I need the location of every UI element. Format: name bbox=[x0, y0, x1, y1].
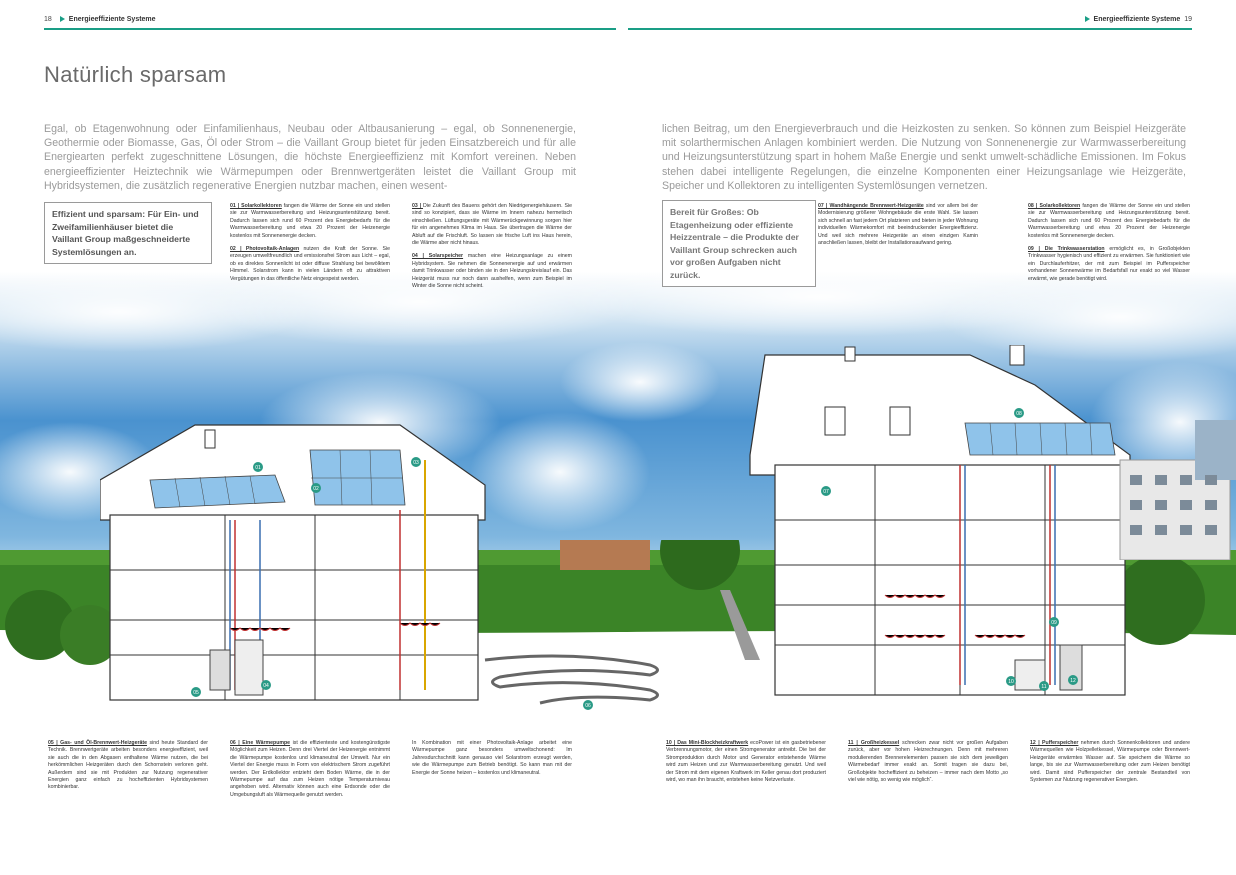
item-08-lead: 08 | Solarkollektoren bbox=[1028, 203, 1081, 209]
item-09-lead: 09 | Die Trinkwasserstation bbox=[1028, 246, 1105, 253]
text-column-08-09: 08 | Solarkollektoren fangen die Wärme d… bbox=[1028, 203, 1190, 289]
marker-03: 03 bbox=[411, 457, 421, 467]
marker-12: 12 bbox=[1068, 675, 1078, 685]
text-column-05: 05 | Gas- und Öl-Brennwert-Heizgeräte si… bbox=[48, 740, 208, 792]
ground-collector-illustration bbox=[484, 654, 659, 705]
item-02-lead: 02 | Photovoltaik-Anlagen bbox=[230, 246, 300, 253]
item-09-text: ermöglicht es, in Großobjekten Trinkwass… bbox=[1028, 246, 1190, 282]
marker-06: 06 bbox=[583, 700, 593, 710]
item-11-text: schrecken zwar nicht vor großen Aufgaben… bbox=[848, 740, 1008, 784]
item-07-text: sind vor allem bei der Modernisierung gr… bbox=[818, 203, 978, 247]
single-family-house-illustration bbox=[100, 424, 486, 701]
background-building-illustration bbox=[1119, 420, 1236, 560]
callout-left: Effizient und sparsam: Für Ein- und Zwei… bbox=[44, 202, 212, 264]
item-10-lead: 10 | Das Mini-Blockheizkraftwerk bbox=[666, 740, 749, 746]
svg-text:07: 07 bbox=[823, 489, 829, 495]
marker-01: 01 bbox=[253, 462, 263, 472]
right-page-header: Energieeffiziente Systeme 19 bbox=[1077, 16, 1192, 23]
marker-07: 07 bbox=[821, 486, 831, 496]
item-12-lead: 12 | Pufferspeicher bbox=[1030, 740, 1079, 746]
svg-text:02: 02 bbox=[313, 486, 319, 492]
left-page-number: 18 bbox=[44, 16, 52, 23]
item-04-text: machen eine Heizungsanlage zu einem Hybr… bbox=[412, 253, 572, 290]
marker-04: 04 bbox=[261, 680, 271, 690]
item-12-text: nehmen durch Sonnenkollektoren und ander… bbox=[1030, 740, 1190, 784]
svg-text:03: 03 bbox=[413, 460, 419, 466]
text-column-11: 11 | Großheizkessel schrecken zwar nicht… bbox=[848, 740, 1008, 784]
photovoltaik-note-text: In Kombination mit einer Photovoltaik-An… bbox=[412, 740, 572, 776]
svg-text:01: 01 bbox=[255, 465, 261, 471]
right-header-rule bbox=[628, 28, 1192, 30]
text-column-01-02: 01 | Solarkollektoren fangen die Wärme d… bbox=[230, 203, 390, 289]
svg-text:12: 12 bbox=[1070, 678, 1076, 684]
text-column-photovoltaik-note: In Kombination mit einer Photovoltaik-An… bbox=[412, 740, 572, 777]
item-05-text: sind heute Standard der Technik. Brennwe… bbox=[48, 740, 208, 791]
svg-text:08: 08 bbox=[1016, 411, 1022, 417]
multi-family-house-illustration bbox=[749, 345, 1131, 696]
left-header-rule bbox=[44, 28, 616, 30]
item-10-text: ecoPower ist ein gasbetriebener Verbrenn… bbox=[666, 740, 826, 784]
marker-09: 09 bbox=[1049, 617, 1059, 627]
item-08-text: fangen die Wärme der Sonne ein und stell… bbox=[1028, 203, 1190, 239]
item-02-text: nutzen die Kraft der Sonne. Sie erzeugen… bbox=[230, 246, 390, 282]
svg-text:06: 06 bbox=[585, 703, 591, 709]
item-04-lead: 04 | Solarspeicher bbox=[412, 253, 464, 260]
svg-text:04: 04 bbox=[263, 683, 269, 689]
item-09: 09 | Die Trinkwasserstation ermöglicht e… bbox=[1028, 246, 1190, 283]
page-title: Natürlich sparsam bbox=[44, 62, 227, 87]
arrow-icon bbox=[1084, 16, 1090, 23]
item-06-text: ist die effizienteste und kostengünstigs… bbox=[230, 740, 390, 798]
item-08: 08 | Solarkollektoren fangen die Wärme d… bbox=[1028, 203, 1190, 240]
left-section-title: Energieeffiziente Systeme bbox=[68, 16, 156, 23]
marker-08: 08 bbox=[1014, 408, 1024, 418]
item-03-lead: 03 | bbox=[412, 203, 423, 209]
left-page-header: 18 Energieeffiziente Systeme bbox=[44, 16, 156, 23]
svg-text:11: 11 bbox=[1041, 684, 1046, 690]
svg-text:10: 10 bbox=[1008, 679, 1014, 685]
item-01-text: fangen die Wärme der Sonne ein und stell… bbox=[230, 203, 390, 239]
arrow-icon bbox=[59, 16, 65, 23]
right-section-title: Energieeffiziente Systeme bbox=[1093, 16, 1181, 23]
marker-10: 10 bbox=[1006, 676, 1016, 686]
item-02: 02 | Photovoltaik-Anlagen nutzen die Kra… bbox=[230, 246, 390, 283]
text-column-03-04: 03 | Die Zukunft des Bauens gehört den N… bbox=[412, 203, 572, 296]
text-column-06: 06 | Eine Wärmepumpe ist die effizientes… bbox=[230, 740, 390, 799]
svg-text:05: 05 bbox=[193, 690, 199, 696]
callout-right: Bereit für Großes: Ob Etagenheizung oder… bbox=[662, 200, 816, 287]
intro-left: Egal, ob Etagenwohnung oder Einfamilienh… bbox=[44, 123, 576, 192]
item-11-lead: 11 | Großheizkessel bbox=[848, 740, 900, 746]
item-06-lead: 06 | Eine Wärmepumpe bbox=[230, 740, 291, 746]
svg-text:09: 09 bbox=[1051, 620, 1057, 626]
item-04: 04 | Solarspeicher machen eine Heizungsa… bbox=[412, 253, 572, 290]
marker-05: 05 bbox=[191, 687, 201, 697]
item-01: 01 | Solarkollektoren fangen die Wärme d… bbox=[230, 203, 390, 240]
text-column-10: 10 | Das Mini-Blockheizkraftwerk ecoPowe… bbox=[666, 740, 826, 784]
marker-02: 02 bbox=[311, 483, 321, 493]
item-01-lead: 01 | Solarkollektoren bbox=[230, 203, 282, 209]
item-07: 07 | Wandhängende Brennwert-Heizgeräte s… bbox=[818, 203, 978, 247]
item-05-lead: 05 | Gas- und Öl-Brennwert-Heizgeräte bbox=[48, 740, 148, 746]
text-column-07: 07 | Wandhängende Brennwert-Heizgeräte s… bbox=[818, 203, 978, 253]
intro-right: lichen Beitrag, um den Energieverbrauch … bbox=[662, 123, 1186, 192]
text-column-12: 12 | Pufferspeicher nehmen durch Sonnenk… bbox=[1030, 740, 1190, 784]
marker-11: 11 bbox=[1039, 681, 1049, 691]
item-03-text: Die Zukunft des Bauens gehört den Niedri… bbox=[412, 203, 573, 247]
item-07-lead: 07 | Wandhängende Brennwert-Heizgeräte bbox=[818, 203, 924, 209]
item-03: 03 | Die Zukunft des Bauens gehört den N… bbox=[412, 203, 572, 247]
right-page-number: 19 bbox=[1184, 16, 1192, 23]
